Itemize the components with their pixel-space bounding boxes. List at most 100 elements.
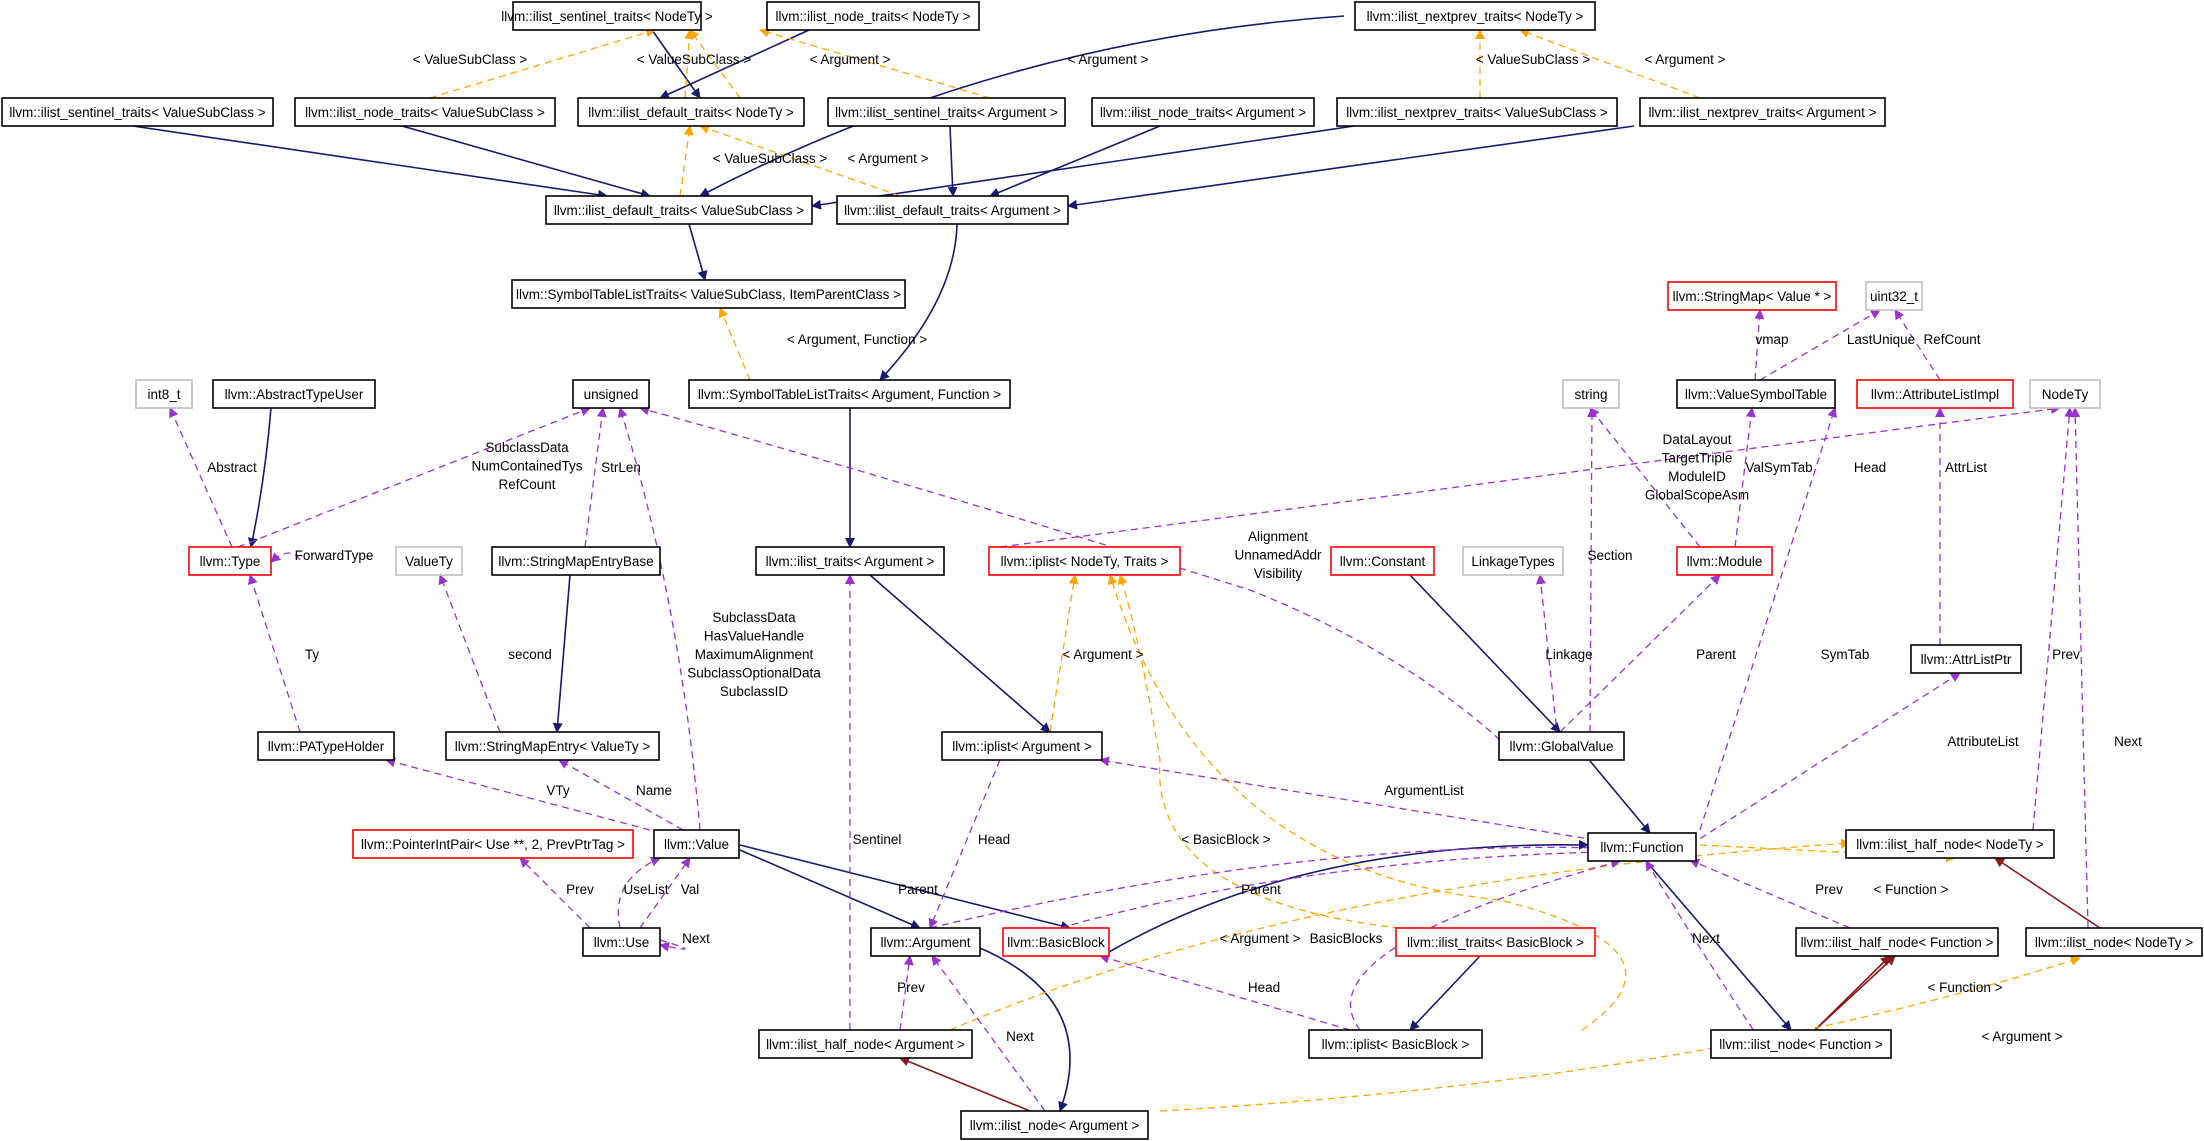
edge-label: Next	[682, 931, 710, 946]
class-node-stringmap-entry[interactable]: llvm::StringMapEntry< ValueTy >	[445, 731, 660, 761]
class-box	[2029, 379, 2101, 409]
class-node-linkage-types: LinkageTypes	[1462, 546, 1564, 576]
class-node-stringmap-value[interactable]: llvm::StringMap< Value * >	[1667, 281, 1837, 311]
class-label: llvm::ilist_half_node< Function >	[1801, 935, 1994, 950]
class-label: llvm::ilist_half_node< NodeTy >	[1856, 837, 2044, 852]
inheritance-edge	[651, 29, 701, 99]
edge-label-line: TargetTriple	[1662, 451, 1733, 466]
class-node-sentinel-arg[interactable]: llvm::ilist_sentinel_traits< Argument >	[827, 97, 1066, 127]
class-label: llvm::PATypeHolder	[268, 739, 385, 754]
class-node-attr-list-ptr[interactable]: llvm::AttrListPtr	[1910, 644, 2022, 674]
class-node-stlt-vsc[interactable]: llvm::SymbolTableListTraits< ValueSubCla…	[511, 279, 906, 309]
edge-label: < Argument >	[847, 151, 928, 166]
class-node-iplist-arg[interactable]: llvm::iplist< Argument >	[941, 731, 1103, 761]
class-node-function[interactable]: llvm::Function	[1587, 832, 1697, 862]
edge-label-line: Ty	[305, 647, 320, 662]
template-edge	[1049, 574, 1079, 733]
usage-edge	[1589, 407, 1701, 548]
template-edge	[1107, 574, 1627, 1031]
class-box	[1676, 546, 1773, 576]
edge-label-line: Next	[1692, 931, 1720, 946]
edge-label-line: SubclassOptionalData	[687, 666, 821, 681]
class-node-stlt-arg-fn[interactable]: llvm::SymbolTableListTraits< Argument, F…	[688, 379, 1011, 409]
class-node-half-node-arg[interactable]: llvm::ilist_half_node< Argument >	[758, 1029, 973, 1059]
class-node-stringmap-entry-base[interactable]: llvm::StringMapEntryBase	[491, 546, 661, 576]
edge-label-line: UseList	[623, 882, 668, 897]
edge-label-line: SubclassData	[712, 610, 796, 625]
class-node-basic-block[interactable]: llvm::BasicBlock	[1002, 927, 1110, 957]
class-box	[445, 731, 660, 761]
class-node-sentinel-nodety[interactable]: llvm::ilist_sentinel_traits< NodeTy >	[501, 1, 713, 31]
class-node-value-symbol-table[interactable]: llvm::ValueSymbolTable	[1676, 379, 1836, 409]
class-node-ilist-traits-arg[interactable]: llvm::ilist_traits< Argument >	[755, 546, 945, 576]
edge-label-line: AttrList	[1945, 460, 1987, 475]
class-node-nextprev-vsc[interactable]: llvm::ilist_nextprev_traits< ValueSubCla…	[1336, 97, 1618, 127]
edge-label-line: < Function >	[1873, 882, 1948, 897]
class-node-use[interactable]: llvm::Use	[582, 927, 661, 957]
private-edge	[1994, 857, 2101, 929]
template-edge	[429, 27, 656, 99]
edge-label-line: < Argument >	[1981, 1029, 2062, 1044]
class-node-node-traits-vsc[interactable]: llvm::ilist_node_traits< ValueSubClass >	[294, 97, 556, 127]
class-node-value[interactable]: llvm::Value	[653, 829, 740, 859]
class-node-abstract-type-user[interactable]: llvm::AbstractTypeUser	[212, 379, 376, 409]
edge-label: < Argument >	[1981, 1029, 2062, 1044]
class-node-half-node-nodety[interactable]: llvm::ilist_half_node< NodeTy >	[1845, 829, 2055, 859]
edge-label-line: Val	[681, 882, 700, 897]
class-label: llvm::GlobalValue	[1509, 739, 1613, 754]
class-node-default-arg[interactable]: llvm::ilist_default_traits< Argument >	[836, 195, 1069, 225]
class-node-node-arg[interactable]: llvm::ilist_node< Argument >	[960, 1110, 1149, 1140]
edge-label: < ValueSubClass >	[1476, 52, 1591, 67]
class-node-iplist-nodety[interactable]: llvm::iplist< NodeTy, Traits >	[988, 546, 1181, 576]
class-node-default-nodety[interactable]: llvm::ilist_default_traits< NodeTy >	[577, 97, 805, 127]
class-node-node-nodety[interactable]: llvm::ilist_node< NodeTy >	[2025, 927, 2203, 957]
class-box	[352, 829, 634, 859]
class-node-nextprev-nodety[interactable]: llvm::ilist_nextprev_traits< NodeTy >	[1354, 1, 1596, 31]
class-node-node-fn[interactable]: llvm::ilist_node< Function >	[1710, 1029, 1892, 1059]
class-box	[941, 731, 1103, 761]
class-label: llvm::ilist_node< Function >	[1719, 1037, 1883, 1052]
edge-label: Head	[978, 832, 1010, 847]
class-node-argument[interactable]: llvm::Argument	[870, 927, 981, 957]
class-node-node-traits-arg[interactable]: llvm::ilist_node_traits< Argument >	[1091, 97, 1315, 127]
class-node-nodety: NodeTy	[2029, 379, 2101, 409]
class-label: string	[1574, 387, 1607, 402]
usage-edge	[237, 406, 591, 548]
edge-label-line: < Argument >	[1062, 647, 1143, 662]
inheritance-edge	[247, 407, 272, 548]
class-node-nextprev-arg[interactable]: llvm::ilist_nextprev_traits< Argument >	[1639, 97, 1886, 127]
class-node-node-traits-nodety[interactable]: llvm::ilist_node_traits< NodeTy >	[766, 1, 980, 31]
class-node-unsigned[interactable]: unsigned	[572, 379, 650, 409]
class-label: llvm::Function	[1600, 840, 1683, 855]
class-label: llvm::Use	[594, 935, 650, 950]
class-node-ilist-traits-bb[interactable]: llvm::ilist_traits< BasicBlock >	[1395, 927, 1596, 957]
usage-edge	[999, 404, 2061, 548]
class-node-constant[interactable]: llvm::Constant	[1330, 546, 1435, 576]
class-node-attribute-list-impl[interactable]: llvm::AttributeListImpl	[1856, 379, 2014, 409]
usage-edge	[169, 407, 233, 548]
class-node-pointer-int-pair[interactable]: llvm::PointerIntPair< Use **, 2, PrevPtr…	[352, 829, 634, 859]
class-box	[1336, 97, 1618, 127]
usage-edge	[928, 759, 1001, 929]
class-node-global-value[interactable]: llvm::GlobalValue	[1498, 731, 1625, 761]
edge-label: VTy	[546, 783, 570, 798]
class-node-patype-holder[interactable]: llvm::PATypeHolder	[257, 731, 395, 761]
edge-label-line: RefCount	[1923, 332, 1980, 347]
edge-label-line: Parent	[1696, 647, 1736, 662]
class-node-type[interactable]: llvm::Type	[188, 546, 272, 576]
edge-label-line: < ValueSubClass >	[713, 151, 828, 166]
usage-edge	[1099, 953, 1351, 1031]
class-node-half-node-fn[interactable]: llvm::ilist_half_node< Function >	[1795, 927, 1999, 957]
edge-label-line: MaximumAlignment	[695, 647, 814, 662]
class-node-module[interactable]: llvm::Module	[1676, 546, 1773, 576]
class-node-iplist-bb[interactable]: llvm::iplist< BasicBlock >	[1308, 1029, 1483, 1059]
class-node-sentinel-vsc[interactable]: llvm::ilist_sentinel_traits< ValueSubCla…	[1, 97, 274, 127]
class-node-default-vsc[interactable]: llvm::ilist_default_traits< ValueSubClas…	[545, 195, 813, 225]
class-label: llvm::ilist_sentinel_traits< ValueSubCla…	[9, 105, 265, 120]
edge-label: < ValueSubClass >	[713, 151, 828, 166]
inheritance-edge	[979, 947, 1071, 1112]
edge-label: Parent	[1696, 647, 1736, 662]
class-label: llvm::ilist_traits< BasicBlock >	[1407, 935, 1584, 950]
class-box	[257, 731, 395, 761]
